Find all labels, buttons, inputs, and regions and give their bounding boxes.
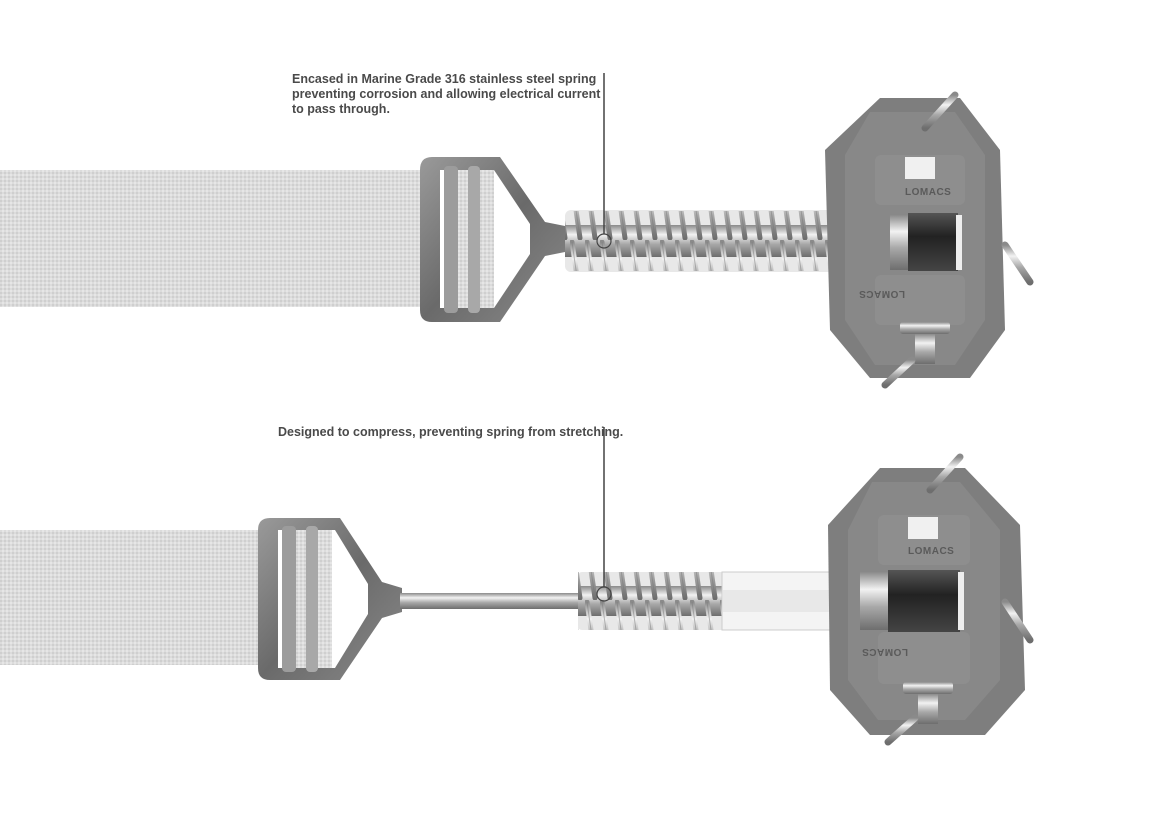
deck-mount: LOMACS LOMACS <box>828 468 1025 735</box>
buckle <box>420 157 565 322</box>
top-assembly: LOMACS LOMACS <box>0 73 1034 389</box>
d-rings <box>884 453 1034 746</box>
deck-mount: LOMACS LOMACS <box>825 98 1005 378</box>
webbing-strap <box>0 530 272 665</box>
brand-logo-inverted: LOMACS <box>859 288 905 299</box>
brand-logo-inverted: LOMACS <box>862 646 908 657</box>
d-rings <box>881 91 1034 389</box>
buckle <box>258 518 402 680</box>
webbing-strap <box>0 170 448 307</box>
bottom-assembly: LOMACS LOMACS <box>0 427 1034 746</box>
compression-annotation: Designed to compress, preventing spring … <box>278 425 624 439</box>
compressed-spring <box>578 572 726 630</box>
spring-material-annotation: Encased in Marine Grade 316 stainless st… <box>292 72 601 116</box>
brand-logo: LOMACS <box>908 546 954 557</box>
brand-logo: LOMACS <box>905 187 951 198</box>
rod <box>400 593 582 609</box>
